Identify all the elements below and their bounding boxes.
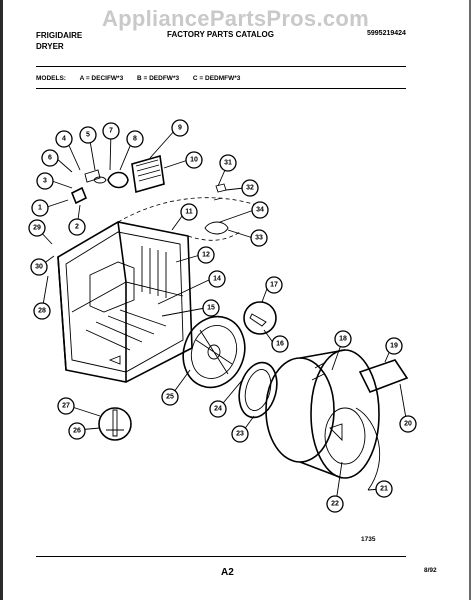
models-rule — [36, 88, 406, 89]
callout-3: 3 — [36, 172, 54, 190]
callout-12: 12 — [197, 246, 215, 264]
svg-text:11: 11 — [185, 209, 193, 216]
callout-27: 27 — [57, 397, 75, 415]
scan-border-right — [469, 0, 471, 600]
blower-drawing — [182, 315, 246, 389]
svg-text:5: 5 — [86, 132, 90, 139]
svg-text:15: 15 — [207, 305, 215, 312]
callout-5: 5 — [79, 126, 97, 144]
callout-31: 31 — [219, 154, 237, 172]
model-a: A = DECIFW*3 — [79, 75, 124, 82]
callout-32: 32 — [241, 179, 259, 197]
svg-text:19: 19 — [390, 343, 398, 350]
callout-20: 20 — [399, 415, 417, 433]
callout-6: 6 — [41, 149, 59, 167]
svg-text:21: 21 — [380, 486, 388, 493]
callout-28: 28 — [33, 302, 51, 320]
callout-29: 29 — [28, 219, 46, 237]
svg-text:20: 20 — [404, 421, 412, 428]
svg-text:17: 17 — [270, 282, 278, 289]
callout-9: 9 — [171, 119, 189, 137]
callout-22: 22 — [326, 495, 344, 513]
svg-text:9: 9 — [178, 125, 182, 132]
callout-23: 23 — [231, 425, 249, 443]
models-line: MODELS: A = DECIFW*3 B = DEDFW*3 C = DED… — [36, 75, 252, 82]
callout-33: 33 — [250, 229, 268, 247]
callout-19: 19 — [385, 337, 403, 355]
callout-34: 34 — [251, 201, 269, 219]
callout-15: 15 — [202, 299, 220, 317]
svg-text:29: 29 — [33, 225, 41, 232]
svg-text:1: 1 — [38, 205, 42, 212]
svg-text:7: 7 — [109, 128, 113, 135]
belt-drawing — [355, 407, 381, 491]
header-rule — [36, 66, 406, 67]
svg-text:16: 16 — [276, 341, 284, 348]
svg-text:33: 33 — [255, 235, 263, 242]
svg-text:24: 24 — [214, 406, 222, 413]
svg-text:10: 10 — [190, 157, 198, 164]
baffle-drawing — [358, 359, 409, 394]
callout-2: 2 — [68, 218, 86, 236]
svg-text:28: 28 — [38, 308, 46, 315]
svg-text:32: 32 — [246, 185, 254, 192]
callout-14: 14 — [208, 270, 226, 288]
product-type: DRYER — [36, 42, 64, 51]
callout-4: 4 — [55, 130, 73, 148]
callout-1: 1 — [31, 199, 49, 217]
svg-text:23: 23 — [236, 431, 244, 438]
models-label: MODELS: — [36, 75, 66, 82]
control-parts-drawing — [70, 154, 229, 235]
callout-24: 24 — [209, 400, 227, 418]
svg-text:2: 2 — [75, 224, 79, 231]
callout-18: 18 — [334, 330, 352, 348]
idler-inset-drawing — [243, 301, 277, 335]
watermark: AppliancePartsPros.com — [101, 6, 370, 31]
drum-drawing — [265, 349, 380, 479]
catalog-title: FACTORY PARTS CATALOG — [167, 30, 274, 39]
brand-name: FRIGIDAIRE — [36, 31, 83, 40]
svg-text:27: 27 — [62, 403, 70, 410]
callout-17: 17 — [265, 276, 283, 294]
svg-text:18: 18 — [339, 336, 347, 343]
svg-text:22: 22 — [331, 501, 339, 508]
cabinet-drawing — [57, 197, 261, 383]
model-b: B = DEDFW*3 — [137, 75, 180, 82]
svg-text:6: 6 — [48, 155, 52, 162]
callout-21: 21 — [375, 480, 393, 498]
svg-text:26: 26 — [73, 428, 81, 435]
svg-text:31: 31 — [224, 160, 232, 167]
figure-number: 1735 — [361, 536, 376, 543]
callout-25: 25 — [161, 388, 179, 406]
callout-10: 10 — [185, 151, 203, 169]
seal-ring-drawing — [238, 361, 278, 419]
svg-text:4: 4 — [62, 136, 66, 143]
page-label: A2 — [221, 567, 234, 578]
callout-8: 8 — [126, 130, 144, 148]
callout-11: 11 — [180, 203, 198, 221]
leg-inset-drawing — [98, 407, 132, 441]
callout-16: 16 — [271, 335, 289, 353]
leader-lines — [36, 129, 408, 503]
brand-block: FRIGIDAIRE DRYER — [36, 30, 82, 52]
scan-border-left — [0, 0, 3, 600]
svg-text:8: 8 — [133, 136, 137, 143]
svg-text:30: 30 — [35, 264, 43, 271]
callout-30: 30 — [30, 258, 48, 276]
svg-text:34: 34 — [256, 207, 264, 214]
svg-text:3: 3 — [43, 178, 47, 185]
svg-text:25: 25 — [166, 394, 174, 401]
revision-date: 8/92 — [424, 567, 437, 574]
svg-text:14: 14 — [213, 276, 221, 283]
svg-text:12: 12 — [202, 252, 210, 259]
footer-rule — [36, 556, 406, 557]
callout-26: 26 — [68, 422, 86, 440]
model-c: C = DEDMFW*3 — [192, 75, 241, 82]
callout-7: 7 — [102, 122, 120, 140]
catalog-number: 5995219424 — [367, 30, 406, 37]
